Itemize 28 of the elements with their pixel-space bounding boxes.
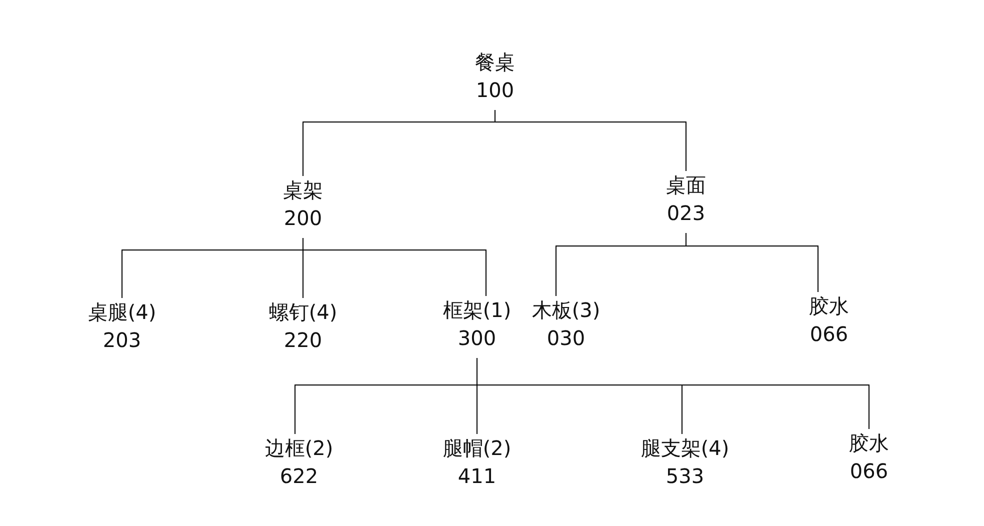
- part-name: 餐桌: [475, 49, 515, 76]
- part-number: 533: [666, 463, 704, 490]
- part-name: 螺钉(4): [268, 299, 338, 326]
- tree-connector: [494, 110, 686, 172]
- part-number: 100: [476, 77, 514, 104]
- part-number: 622: [280, 463, 318, 490]
- part-name: 腿支架(4): [640, 435, 730, 462]
- part-number: 023: [666, 200, 706, 227]
- part-number: 300: [458, 325, 496, 352]
- part-number: 200: [284, 205, 322, 232]
- part-name: 木板(3): [532, 297, 600, 324]
- part-number: 411: [458, 463, 496, 490]
- part-number: 066: [850, 458, 888, 485]
- part-name: 边框(2): [264, 435, 334, 462]
- part-number: 030: [546, 325, 586, 352]
- part-name: 框架(1): [442, 297, 512, 324]
- part-number: 066: [810, 321, 848, 348]
- tree-connector: [686, 232, 818, 292]
- tree-connector: [302, 238, 486, 296]
- part-name: 桌腿(4): [88, 299, 156, 326]
- part-name: 桌面: [666, 172, 706, 199]
- part-number: 203: [102, 327, 142, 354]
- part-name: 腿帽(2): [442, 435, 512, 462]
- part-name: 胶水: [849, 430, 889, 457]
- part-number: 220: [284, 327, 322, 354]
- tree-connector: [476, 358, 870, 430]
- part-name: 桌架: [283, 177, 323, 204]
- part-name: 胶水: [809, 293, 849, 320]
